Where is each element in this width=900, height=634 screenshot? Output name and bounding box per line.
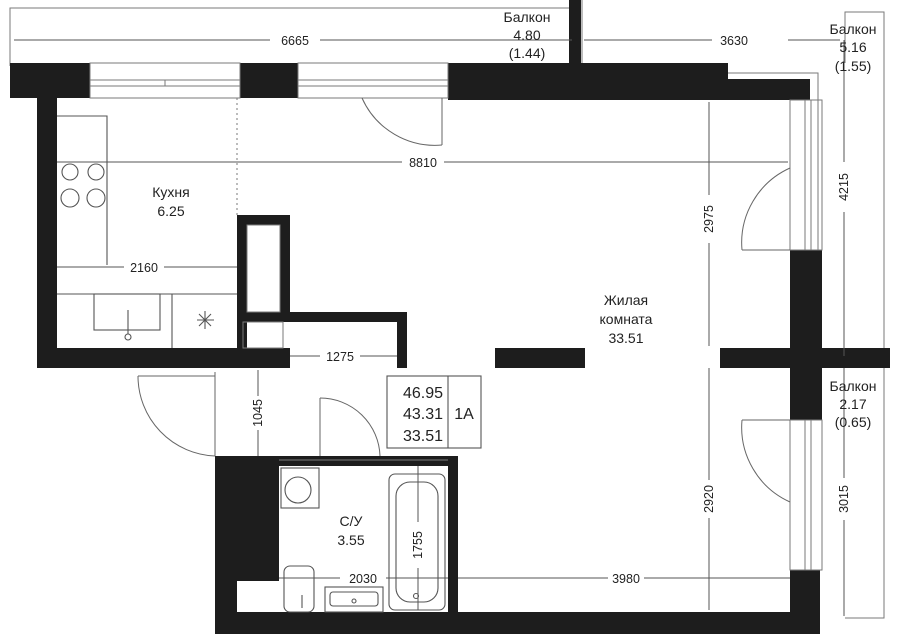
dimension-lines [14, 39, 845, 616]
dim-1275: 1275 [326, 350, 354, 364]
dim-3630: 3630 [720, 34, 748, 48]
balcony-right-top-area-coef: (1.55) [835, 58, 872, 74]
dim-2030: 2030 [349, 572, 377, 586]
dim-1045: 1045 [251, 399, 265, 427]
dim-2160: 2160 [130, 261, 158, 275]
stove-icon [60, 163, 106, 208]
bathroom-area: 3.55 [337, 532, 364, 548]
dim-3980: 3980 [612, 572, 640, 586]
room-labels: Балкон 4.80 (1.44) Балкон 5.16 (1.55) Ба… [152, 9, 876, 548]
total-area: 46.95 [403, 385, 443, 402]
dim-2920: 2920 [702, 485, 716, 513]
dim-3015: 3015 [837, 485, 851, 513]
balcony-right-bottom-area-coef: (0.65) [835, 414, 872, 430]
dim-8810: 8810 [409, 156, 437, 170]
dimension-labels: 6665 3630 8810 4215 2975 2160 1275 1045 … [130, 34, 851, 586]
bathroom-fixtures [279, 459, 448, 613]
dim-6665: 6665 [281, 34, 309, 48]
living-area: 33.51 [608, 330, 643, 346]
balcony-right-top-area: 5.16 [839, 39, 866, 55]
balcony-right-bottom-area: 2.17 [839, 396, 866, 412]
living-name-line2: комната [600, 311, 653, 327]
balcony-right-bottom-name: Балкон [830, 378, 877, 394]
vent-icon [197, 311, 214, 329]
balcony-top-area: 4.80 [513, 27, 540, 43]
dim-2975: 2975 [702, 205, 716, 233]
balcony-right-top-name: Балкон [830, 21, 877, 37]
dim-1755: 1755 [411, 531, 425, 559]
doors [137, 97, 791, 503]
kitchen-fixtures [57, 98, 284, 349]
apartment-type: 1А [454, 406, 474, 423]
kitchen-name: Кухня [152, 184, 189, 200]
dim-4215: 4215 [837, 173, 851, 201]
kitchen-area: 6.25 [157, 203, 184, 219]
balcony-top-name: Балкон [504, 9, 551, 25]
area-summary-box: 46.95 43.31 33.51 1А [386, 375, 482, 449]
windows [89, 62, 823, 571]
living-area-summary: 33.51 [403, 428, 443, 445]
living-name-line1: Жилая [604, 292, 648, 308]
walls [10, 0, 890, 634]
area-without-balcony: 43.31 [403, 406, 443, 423]
bathroom-name: С/У [340, 513, 363, 529]
balcony-top-area-coef: (1.44) [509, 45, 546, 61]
